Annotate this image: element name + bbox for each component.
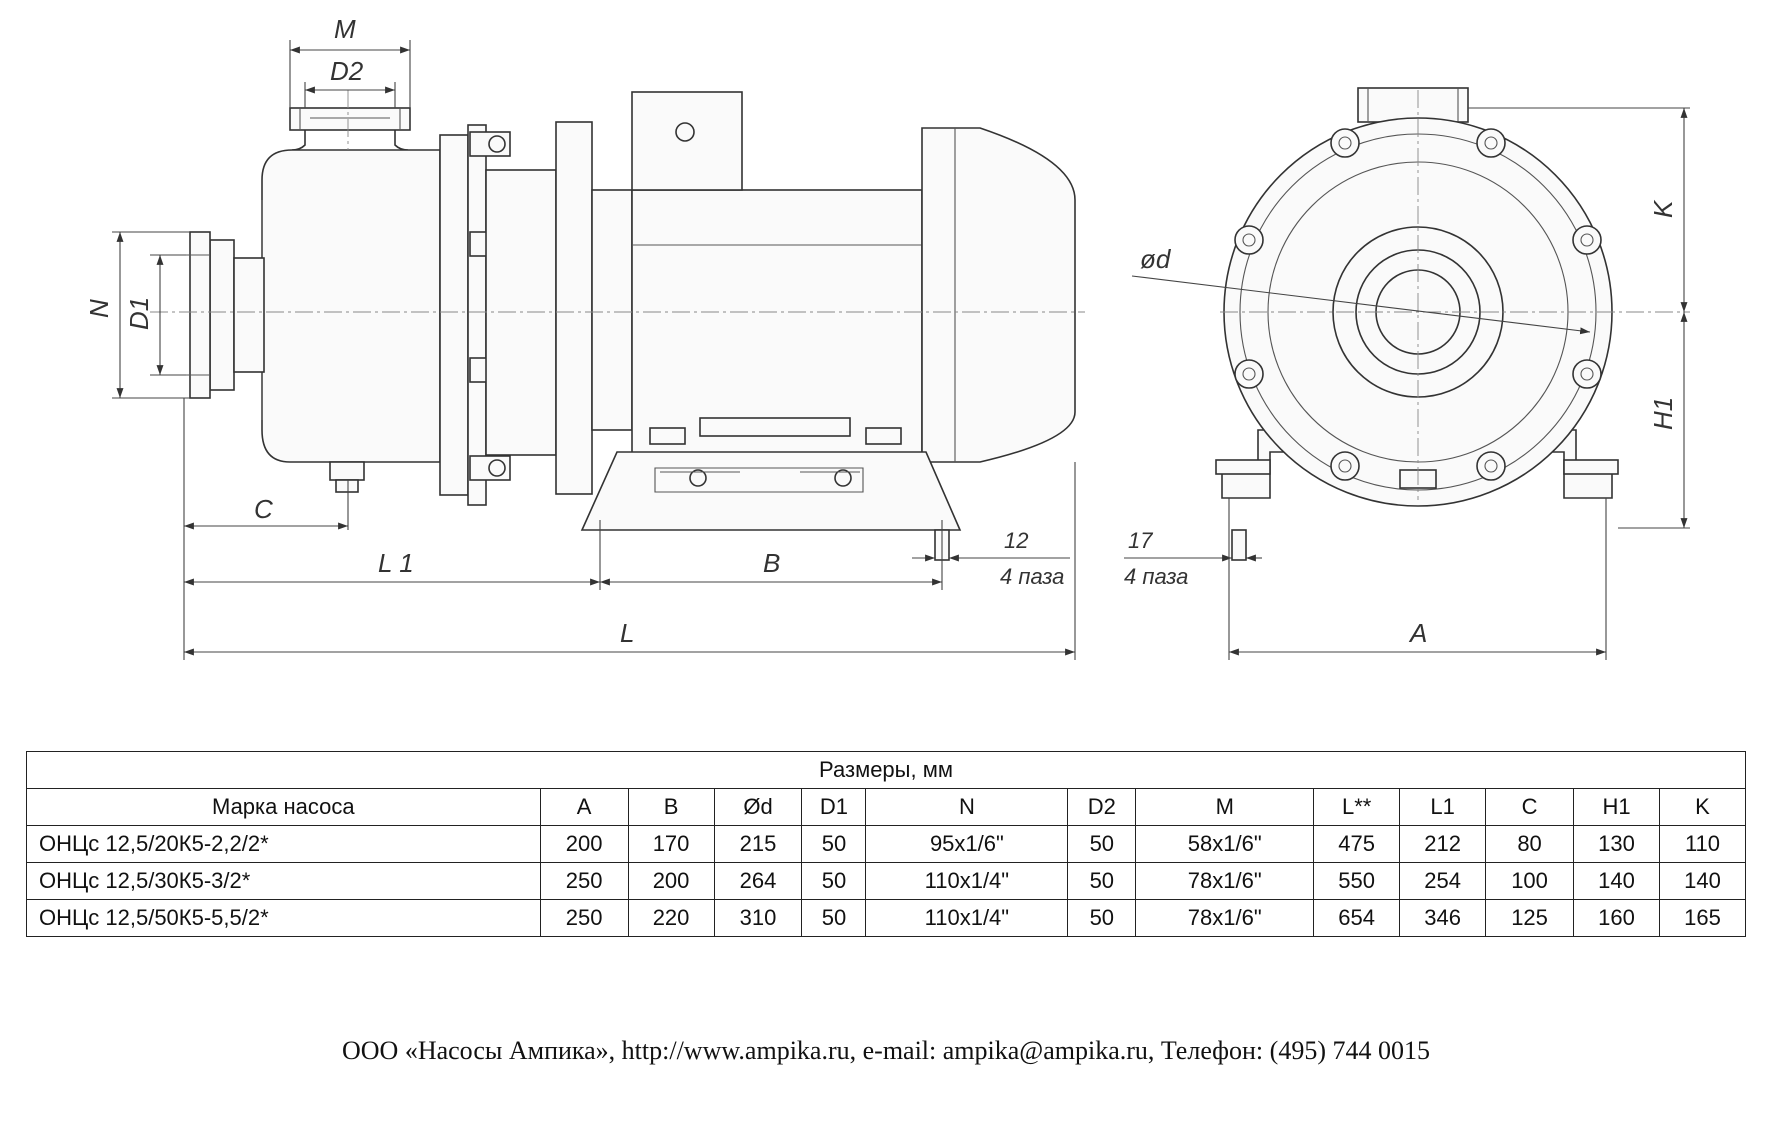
table-cell: 654 bbox=[1313, 899, 1401, 937]
table-caption: Размеры, мм bbox=[26, 751, 1746, 789]
table-cell: 346 bbox=[1399, 899, 1487, 937]
table-cell: 50 bbox=[1067, 825, 1137, 863]
table-cell: 140 bbox=[1573, 862, 1660, 900]
label-d: ød bbox=[1140, 244, 1172, 274]
label-H1: H1 bbox=[1648, 397, 1678, 430]
label-L1: L 1 bbox=[378, 548, 414, 578]
end-view bbox=[1215, 87, 1690, 507]
label-slot-17: 17 bbox=[1128, 528, 1153, 553]
label-slot-12: 12 bbox=[1004, 528, 1028, 553]
table-cell: 130 bbox=[1573, 825, 1660, 863]
table-cell: 80 bbox=[1485, 825, 1575, 863]
table-cell: 50 bbox=[801, 899, 867, 937]
table-cell: 110x1/4" bbox=[865, 899, 1069, 937]
label-C: C bbox=[254, 494, 273, 524]
side-view bbox=[150, 90, 1085, 561]
table-cell: 50 bbox=[1067, 899, 1137, 937]
table-cell: 140 bbox=[1658, 862, 1747, 900]
table-cell: ОНЦс 12,5/20К5-2,2/2* bbox=[26, 825, 541, 863]
pump-drawing: M D2 N D1 C L 1 B 12 4 паза bbox=[84, 14, 1690, 660]
table-cell: ОНЦс 12,5/50К5-5,5/2* bbox=[26, 899, 541, 937]
header-cell: N bbox=[865, 788, 1069, 826]
table-cell: 170 bbox=[627, 825, 715, 863]
side-view-dimensions: M D2 N D1 C L 1 B 12 4 паза bbox=[84, 14, 1076, 660]
table-cell: 212 bbox=[1399, 825, 1487, 863]
table-cell: 50 bbox=[1067, 862, 1137, 900]
header-cell: Ød bbox=[713, 788, 803, 826]
table-cell: 78x1/6" bbox=[1135, 862, 1315, 900]
table-cell: 254 bbox=[1399, 862, 1487, 900]
label-K: K bbox=[1648, 199, 1678, 218]
label-B: B bbox=[763, 548, 780, 578]
table-cell: 50 bbox=[801, 862, 867, 900]
label-L: L bbox=[620, 618, 634, 648]
table-cell: 125 bbox=[1485, 899, 1575, 937]
header-cell: K bbox=[1658, 788, 1747, 826]
label-D2: D2 bbox=[330, 56, 364, 86]
table-cell: 200 bbox=[627, 862, 715, 900]
header-cell: L1 bbox=[1399, 788, 1487, 826]
header-cell: C bbox=[1485, 788, 1575, 826]
table-cell: 215 bbox=[713, 825, 803, 863]
label-A: A bbox=[1408, 618, 1427, 648]
table-cell: 264 bbox=[713, 862, 803, 900]
table-cell: 475 bbox=[1313, 825, 1401, 863]
table-row: ОНЦс 12,5/30К5-3/2* 250 200 264 50 110x1… bbox=[26, 862, 1747, 900]
table-cell: 160 bbox=[1573, 899, 1660, 937]
table-cell: 200 bbox=[539, 825, 629, 863]
header-cell: M bbox=[1135, 788, 1315, 826]
table-cell: 58x1/6" bbox=[1135, 825, 1315, 863]
header-cell: B bbox=[627, 788, 715, 826]
table-cell: 250 bbox=[539, 862, 629, 900]
label-M: M bbox=[334, 14, 356, 44]
table-header-row: Марка насоса A B Ød D1 N D2 M L** L1 C H… bbox=[26, 788, 1747, 826]
label-N: N bbox=[84, 299, 114, 318]
table-cell: 310 bbox=[713, 899, 803, 937]
table-cell: 110 bbox=[1658, 825, 1747, 863]
header-cell: Марка насоса bbox=[26, 788, 541, 826]
header-cell: L** bbox=[1313, 788, 1401, 826]
table-cell: 95x1/6" bbox=[865, 825, 1069, 863]
header-cell: A bbox=[539, 788, 629, 826]
label-D1: D1 bbox=[124, 297, 154, 330]
header-cell: H1 bbox=[1573, 788, 1660, 826]
label-slots-front: 4 паза bbox=[1000, 564, 1064, 589]
table-row: ОНЦс 12,5/20К5-2,2/2* 200 170 215 50 95x… bbox=[26, 825, 1747, 863]
header-cell: D1 bbox=[801, 788, 867, 826]
table-cell: 165 bbox=[1658, 899, 1747, 937]
table-cell: 100 bbox=[1485, 862, 1575, 900]
table-row: ОНЦс 12,5/50К5-5,5/2* 250 220 310 50 110… bbox=[26, 899, 1747, 937]
table-cell: 220 bbox=[627, 899, 715, 937]
header-cell: D2 bbox=[1067, 788, 1137, 826]
end-view-dimensions: ød K H1 17 4 паза A bbox=[1124, 107, 1690, 660]
table-cell: 78x1/6" bbox=[1135, 899, 1315, 937]
table-cell: 550 bbox=[1313, 862, 1401, 900]
table-cell: 250 bbox=[539, 899, 629, 937]
table-cell: 110x1/4" bbox=[865, 862, 1069, 900]
label-slots-side: 4 паза bbox=[1124, 564, 1188, 589]
table-cell: 50 bbox=[801, 825, 867, 863]
dimensions-table: Размеры, мм Марка насоса A B Ød D1 N D2 … bbox=[26, 751, 1747, 937]
end-view-bolts bbox=[1234, 128, 1602, 481]
table-cell: ОНЦс 12,5/30К5-3/2* bbox=[26, 862, 541, 900]
company-footer: ООО «Насосы Ампика», http://www.ampika.r… bbox=[342, 1036, 1430, 1065]
